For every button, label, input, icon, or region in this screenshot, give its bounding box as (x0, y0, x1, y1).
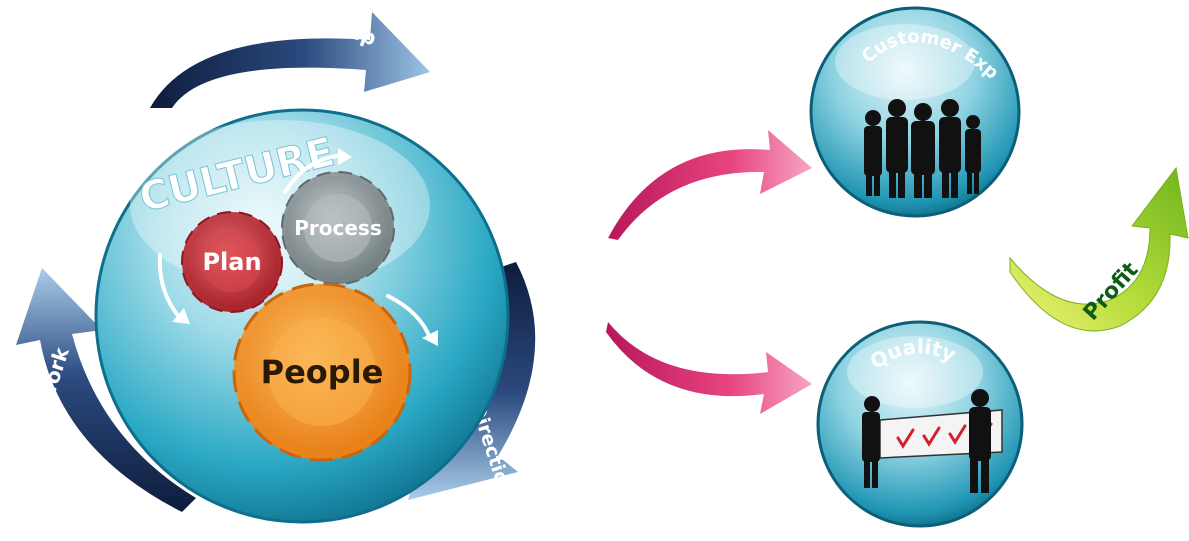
pink-arrow-top (608, 130, 812, 240)
relationship-arrow: Relationship (150, 12, 430, 108)
people-gear: People (232, 282, 412, 462)
plan-gear: Plan (181, 211, 283, 313)
process-label: Process (294, 216, 382, 240)
process-gear: Process (281, 171, 395, 285)
flow-arrows (157, 148, 438, 346)
people-label: People (261, 353, 384, 391)
pink-arrow-bottom (606, 322, 812, 414)
plan-label: Plan (202, 248, 261, 276)
quality-people-silhouette-icon (862, 389, 991, 493)
quality-sphere: Quality (816, 320, 1024, 528)
customers-silhouette-icon (864, 99, 981, 198)
profit-arrow: Profit (1009, 166, 1189, 332)
